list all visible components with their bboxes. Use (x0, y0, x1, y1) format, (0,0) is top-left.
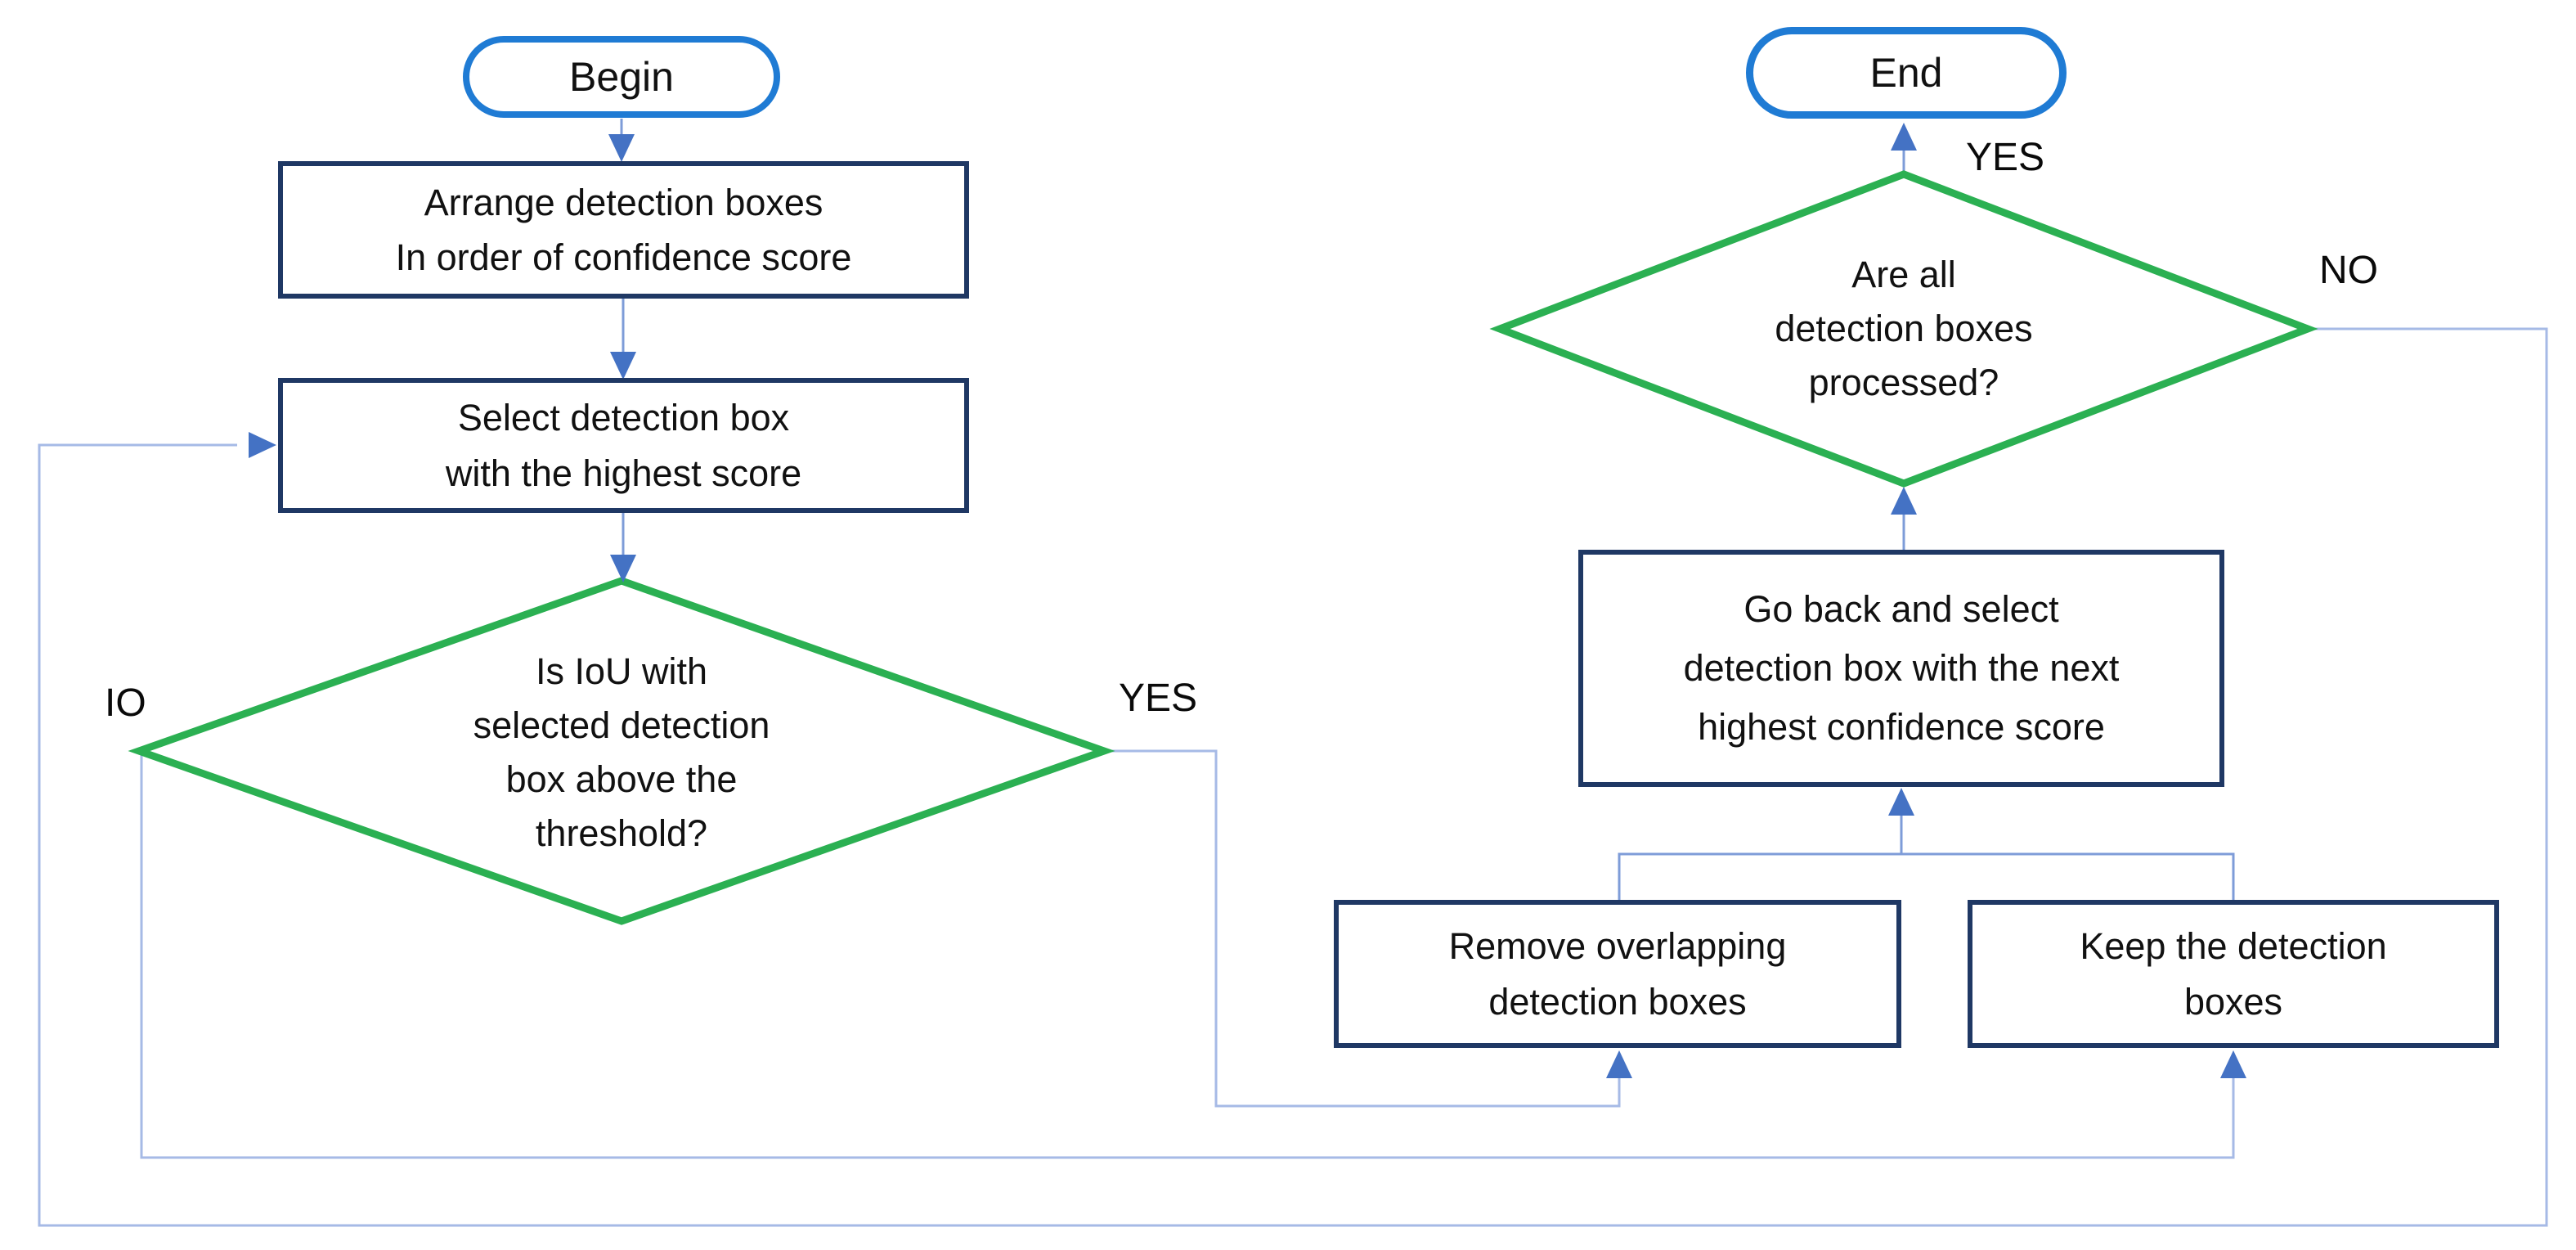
begin-terminal: Begin (463, 36, 780, 118)
processed-no-label: NO (2319, 249, 2378, 292)
arrowhead-loop-into-select (249, 432, 276, 458)
arrowhead-into-processeddecision (1891, 487, 1917, 515)
arrowhead-arrange-select (610, 352, 636, 380)
edge-iou-yes-line (1104, 749, 1621, 1108)
processed-decision-shape (1489, 170, 2318, 488)
edge-iou-no-line (140, 751, 2235, 1159)
processed-decision-label: Are all detection boxes processed? (1775, 253, 2033, 404)
arrowhead-into-end (1891, 123, 1917, 151)
arrowhead-into-goback (1888, 788, 1914, 816)
edge-merge-goback-line (1618, 815, 2235, 902)
select-process: Select detection box with the highest sc… (278, 378, 969, 513)
arrange-process: Arrange detection boxes In order of conf… (278, 161, 969, 299)
edge-processed-no-loop-line (38, 327, 2548, 1227)
arrowhead-begin-arrange (608, 134, 635, 162)
end-terminal: End (1746, 27, 2067, 119)
iou-yes-label: YES (1119, 677, 1198, 720)
remove-process: Remove overlapping detection boxes (1334, 900, 1901, 1048)
arrowhead-into-keep (2220, 1050, 2246, 1078)
iou-decision-label: Is IoU with selected detection box above… (473, 650, 770, 855)
arrowhead-into-remove (1606, 1050, 1632, 1078)
processed-yes-label: YES (1966, 136, 2045, 179)
arrowhead-select-ioudecision (610, 555, 636, 582)
goback-process: Go back and select detection box with th… (1578, 550, 2224, 787)
iou-no-label: IO (105, 681, 146, 725)
iou-decision-shape (128, 577, 1115, 925)
keep-process: Keep the detection boxes (1968, 900, 2499, 1048)
